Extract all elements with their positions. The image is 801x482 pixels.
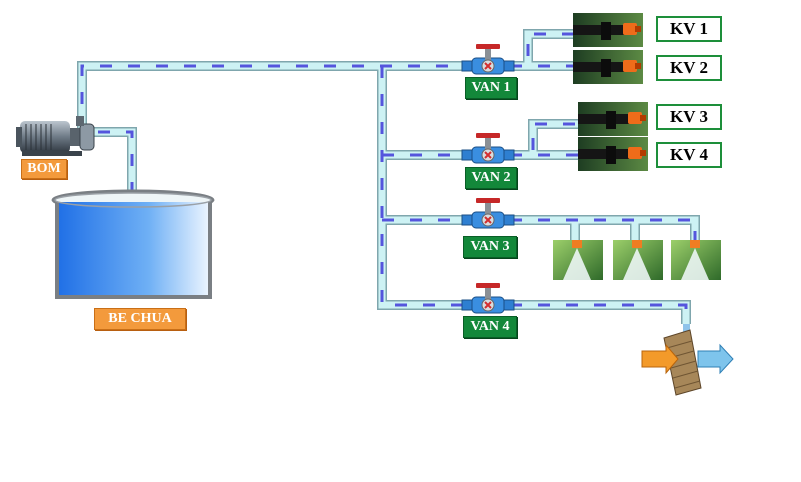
- pump-label: BOM: [21, 159, 67, 179]
- zone-4-label: KV 4: [656, 142, 722, 168]
- zone-2-label: KV 2: [656, 55, 722, 81]
- valve-4-label: VAN 4: [463, 316, 517, 338]
- valve-3-label: VAN 3: [463, 236, 517, 258]
- cooling-pad-icon: [641, 324, 734, 396]
- drip-emitter-icon-3: [578, 102, 648, 136]
- valve-3-icon: [461, 198, 515, 229]
- tank-label: BE CHUA: [94, 308, 186, 330]
- pump-icon: [16, 116, 95, 156]
- storage-tank: [51, 189, 215, 299]
- pump-toggle[interactable]: [18, 118, 96, 156]
- zone-1-label: KV 1: [656, 16, 722, 42]
- mist-sprinkler-icon-2: [613, 240, 663, 280]
- drip-emitter-icon-2: [573, 50, 643, 84]
- valve-3-toggle[interactable]: [466, 196, 510, 230]
- mist-sprinkler-icon-1: [553, 240, 603, 280]
- zone-3-label: KV 3: [656, 104, 722, 130]
- valve-4-toggle[interactable]: [466, 281, 510, 315]
- valve-4-icon: [461, 283, 515, 314]
- mist-sprinkler-icon-3: [671, 240, 721, 280]
- valve-1-icon: [461, 44, 515, 75]
- drip-emitter-icon-4: [578, 137, 648, 171]
- drip-emitter-icon-1: [573, 13, 643, 47]
- valve-1-label: VAN 1: [465, 77, 517, 99]
- valve-2-toggle[interactable]: [466, 131, 510, 165]
- valve-1-toggle[interactable]: [466, 42, 510, 76]
- valve-2-icon: [461, 133, 515, 164]
- valve-2-label: VAN 2: [465, 167, 517, 189]
